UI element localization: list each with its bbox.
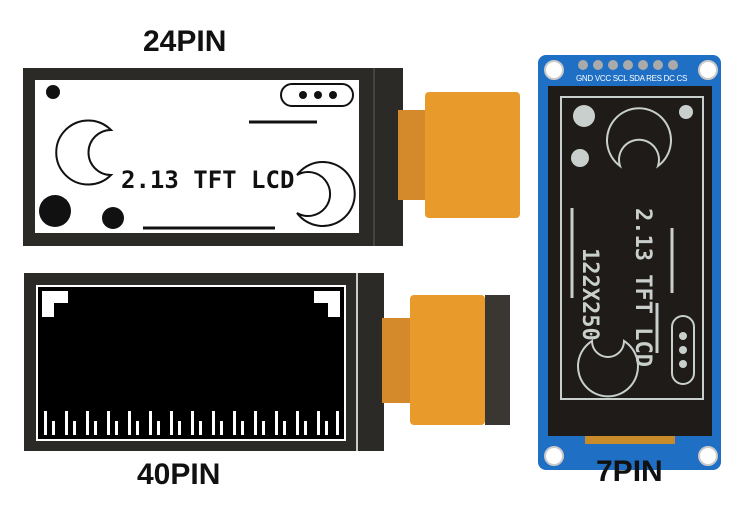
lcd-7pin — [548, 86, 712, 436]
mount-hole-br — [698, 446, 718, 466]
mount-hole-tr — [698, 60, 718, 80]
lcd-side-40pin — [356, 273, 384, 451]
pin-labels: GND VCC SCL SDA RES DC CS — [576, 74, 687, 83]
mount-hole-tl — [544, 60, 564, 80]
screen-graphics-7pin — [570, 105, 695, 398]
pin-cs: CS — [676, 74, 688, 83]
label-40pin: 40PIN — [137, 458, 221, 491]
resolution-text-7pin: 122X250 — [577, 248, 602, 341]
fpc-connector-40pin — [410, 295, 485, 425]
label-7pin: 7PIN — [596, 455, 663, 488]
pin-gnd: GND — [576, 74, 593, 83]
screen-graphics-24pin — [39, 83, 356, 230]
fpc-7pin — [585, 436, 675, 444]
label-24pin: 24PIN — [143, 25, 227, 58]
pin-res: RES — [646, 74, 662, 83]
pin-vcc: VCC — [594, 74, 611, 83]
screen-text-7pin: 2.13 TFT LCD — [630, 208, 655, 367]
screen-text-24pin: 2.13 TFT LCD — [121, 166, 295, 194]
pin-scl: SCL — [612, 74, 628, 83]
pin-sda: SDA — [629, 74, 645, 83]
screen-40pin — [36, 285, 346, 441]
screen-24pin: 2.13 TFT LCD — [35, 80, 359, 233]
fpc-connector-24pin — [425, 92, 520, 218]
pin-header — [578, 60, 680, 70]
fpc-tail-40pin — [485, 295, 510, 425]
fpc-40pin — [382, 318, 412, 403]
mount-hole-bl — [544, 446, 564, 466]
screen-graphics-40pin — [42, 291, 340, 435]
screen-7pin: 122X250 2.13 TFT LCD — [560, 96, 704, 400]
fpc-24pin — [398, 110, 428, 200]
pin-dc: DC — [663, 74, 675, 83]
